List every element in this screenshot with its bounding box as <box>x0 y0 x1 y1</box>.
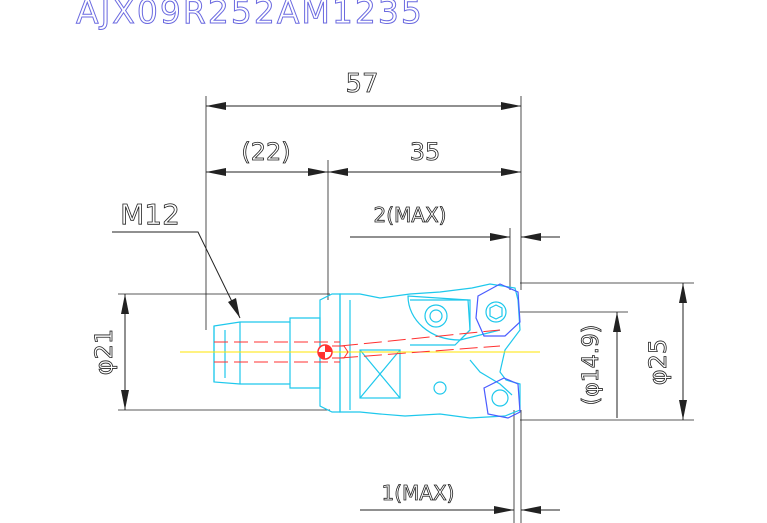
tool-insert-bottom <box>483 377 521 419</box>
dim-max-offset-bottom-label: 1(MAX) <box>382 481 455 505</box>
dim-shank-length-label: (22) <box>241 138 290 166</box>
tool-head <box>339 283 521 419</box>
dim-overall-length-label: 57 <box>345 69 378 99</box>
dim-head-length-label: 35 <box>410 138 441 166</box>
dim-shank-head: (22) 35 <box>206 138 521 300</box>
dim-max-offset-bottom: 1(MAX) <box>360 410 560 523</box>
dim-cutter-diameter: φ25 <box>520 282 694 421</box>
dim-cutter-diameter-label: φ25 <box>644 339 672 385</box>
dim-shank-diameter-label: φ21 <box>90 329 118 375</box>
dim-max-offset-top: 2(MAX) <box>350 203 560 290</box>
dim-inner-diameter-label: (φ14.9) <box>579 325 604 406</box>
dim-thread: M12 <box>112 198 241 319</box>
dim-inner-diameter: (φ14.9) <box>520 311 628 418</box>
dim-overall-length: 57 <box>205 69 522 330</box>
drawing-title: AJX09R252AM1235 <box>76 0 424 32</box>
dim-thread-label: M12 <box>120 198 180 231</box>
tool-axis <box>180 329 540 363</box>
tool-insert-top <box>475 283 521 337</box>
dim-shank-diameter: φ21 <box>90 293 330 411</box>
center-marker <box>317 344 349 360</box>
dim-max-offset-top-label: 2(MAX) <box>374 203 447 227</box>
